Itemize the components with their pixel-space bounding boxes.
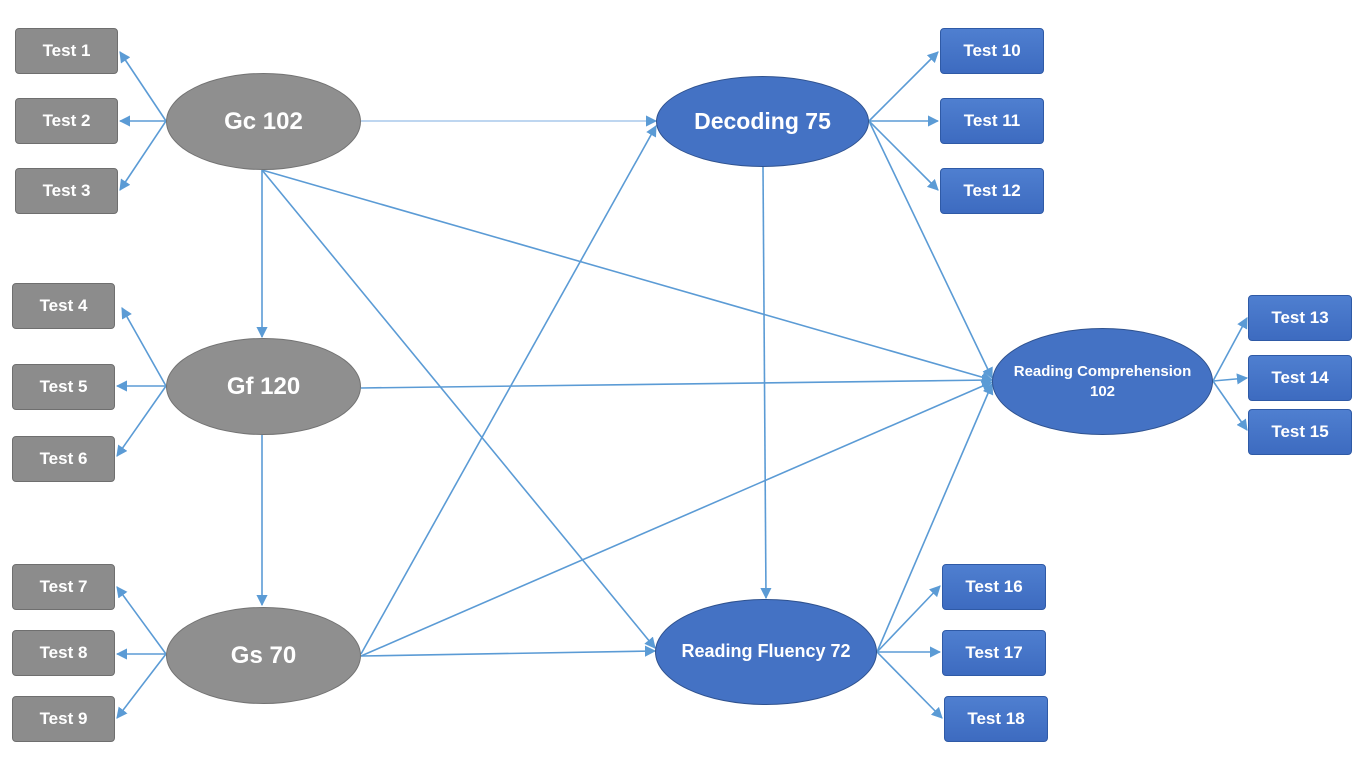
test-1-box: Test 1 [15,28,118,74]
gc-factor: Gc 102 [166,73,361,170]
arrow-gs-test7 [116,586,167,655]
reading-fluency-factor: Reading Fluency 72 [655,599,877,705]
test-13-box: Test 13 [1248,295,1352,341]
arrow-comp-test14 [1212,373,1249,385]
arrow-flu-test16 [876,585,941,653]
arrow-gc-comprehension [261,169,994,383]
test-8-box: Test 8 [12,630,115,676]
test-10-box: Test 10 [940,28,1044,74]
arrow-fluency-comprehension [876,382,994,653]
test-5-box: Test 5 [12,364,115,410]
test-6-box: Test 6 [12,436,115,482]
reading-comprehension-factor: Reading Comprehension 102 [992,328,1213,435]
arrow-comp-test15 [1212,380,1248,431]
arrow-gs-fluency [360,645,657,657]
test-4-box: Test 4 [12,283,115,329]
decoding-factor: Decoding 75 [656,76,869,167]
test-2-box: Test 2 [15,98,118,144]
arrow-gf-test4 [121,307,167,387]
arrow-gs-decoding [360,125,657,655]
test-16-box: Test 16 [942,564,1046,610]
arrow-comp-test13 [1212,317,1248,382]
arrow-dec-test12 [868,120,939,191]
arrow-decoding-comprehension [868,120,993,380]
test-7-box: Test 7 [12,564,115,610]
gs-factor: Gs 70 [166,607,361,704]
arrow-flu-test18 [876,651,943,719]
arrow-gs-test9 [116,653,167,719]
test-17-box: Test 17 [942,630,1046,676]
arrow-gf-comprehension [360,374,994,389]
arrow-gc-test1 [119,51,167,122]
arrow-gs-comprehension [360,380,994,657]
gf-factor: Gf 120 [166,338,361,435]
arrow-decoding-fluency [760,166,772,600]
test-12-box: Test 12 [940,168,1044,214]
test-9-box: Test 9 [12,696,115,742]
test-11-box: Test 11 [940,98,1044,144]
arrow-gf-test6 [116,385,167,457]
arrow-gc-fluency [261,169,656,649]
arrow-dec-test10 [868,51,939,122]
test-18-box: Test 18 [944,696,1048,742]
test-3-box: Test 3 [15,168,118,214]
test-14-box: Test 14 [1248,355,1352,401]
test-15-box: Test 15 [1248,409,1352,455]
arrow-gc-test3 [119,120,167,191]
